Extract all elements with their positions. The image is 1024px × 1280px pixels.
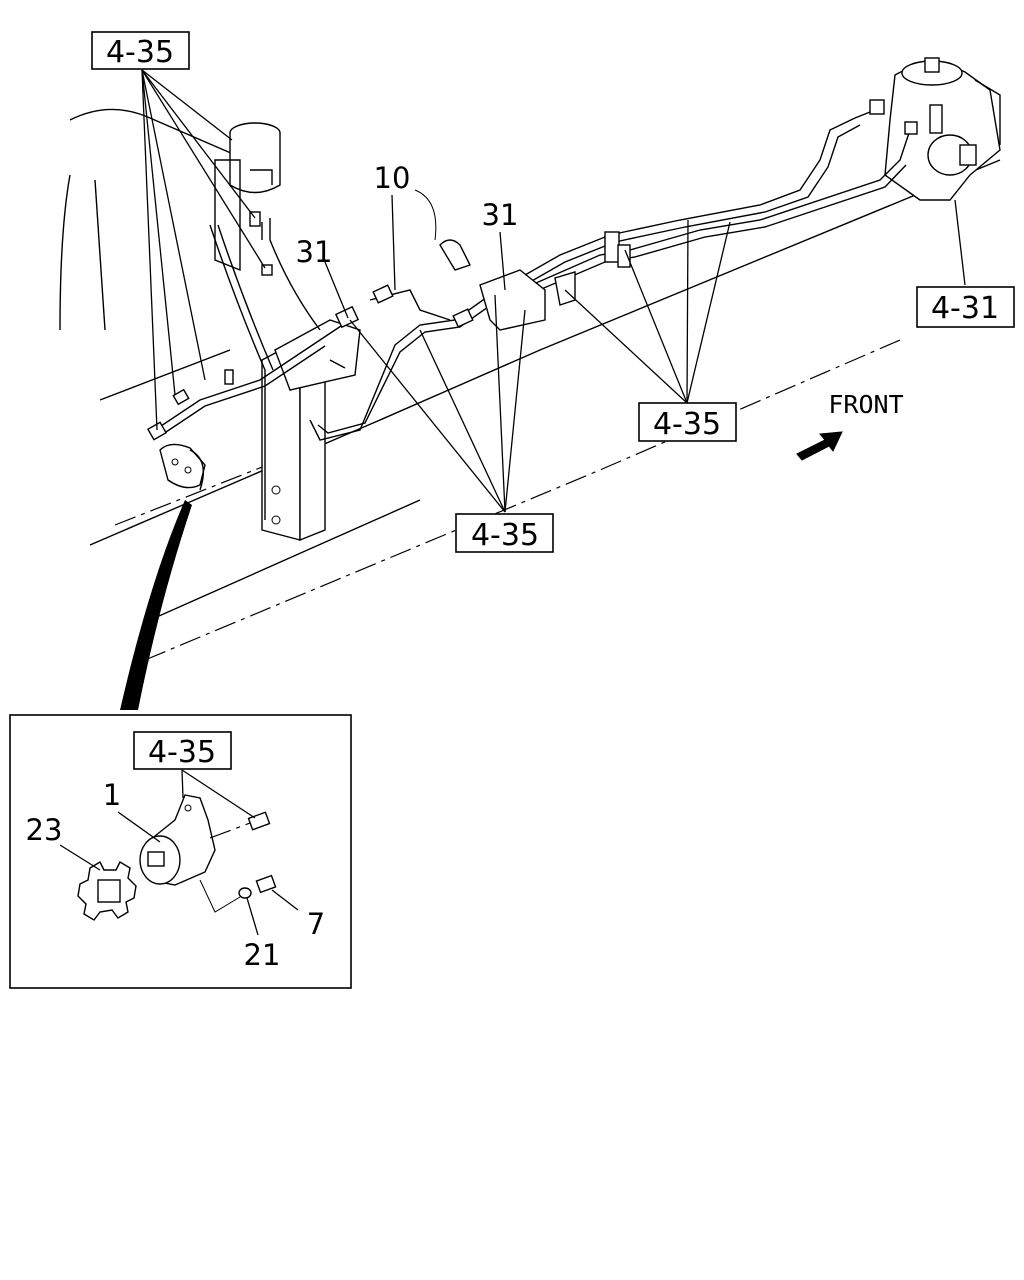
ref-box-top: 4-35 (91, 31, 190, 70)
ref-label: 4-35 (106, 35, 174, 70)
detail-callout-arrow (120, 500, 192, 710)
ref-box-middle: 4-35 (455, 513, 554, 553)
front-arrow-icon (796, 431, 843, 461)
ref-label: 4-35 (148, 735, 216, 770)
ref-box-right: 4-35 (638, 402, 737, 442)
ref-box-steering: 4-31 (916, 286, 1015, 328)
vertical-bracket (261, 319, 361, 542)
part-label-31: 31 (296, 235, 333, 269)
gear-part (77, 861, 137, 921)
ref-label: 4-35 (471, 518, 539, 553)
leader-lines (141, 69, 966, 513)
part-label-1: 1 (103, 778, 121, 812)
washer-and-bolt (199, 874, 277, 913)
part-label-10: 10 (374, 161, 411, 195)
detail-inset: 4-35 23 1 (9, 714, 352, 989)
pump-mount (159, 443, 206, 491)
chassis-frame (59, 108, 1001, 661)
fluid-reservoir (214, 122, 281, 272)
steering-gear (884, 57, 1001, 201)
pump-body (139, 794, 216, 886)
front-label: FRONT (828, 390, 903, 419)
ref-label: 4-35 (653, 407, 721, 442)
part-label-7: 7 (307, 907, 325, 941)
part-label-23: 23 (26, 813, 63, 847)
ref-label: 4-31 (931, 291, 999, 326)
pressure-pipes (154, 107, 911, 520)
part-label-21: 21 (244, 938, 281, 972)
part-label-31: 31 (482, 198, 519, 232)
